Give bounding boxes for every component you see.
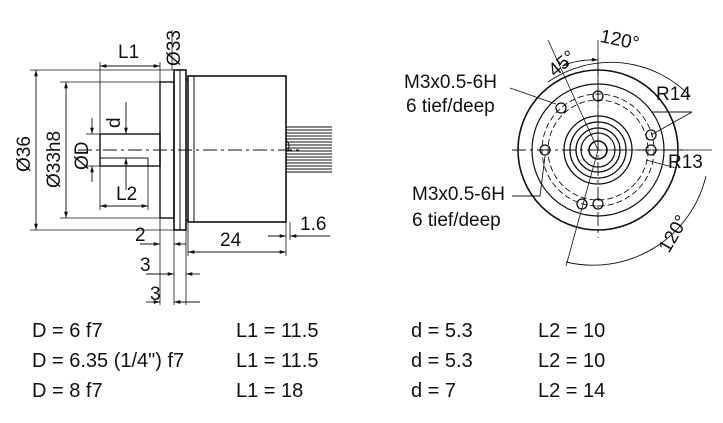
variant-row: D = 6 f7 L1 = 11.5 d = 5.3 L2 = 10 <box>0 320 723 348</box>
radius-r14-label: R14 <box>656 84 691 105</box>
dim-24: 24 <box>220 230 242 251</box>
radius-r13-label: R13 <box>668 152 703 173</box>
technical-drawing: L1 Ø33 Ø36 Ø33h8 ØD d L2 2 3 3 24 1.6 <box>14 26 712 305</box>
variant-l1: L1 = 18 <box>236 380 304 402</box>
thread-bottom-depth: 6 tief/deep <box>412 210 501 231</box>
variant-row: D = 6.35 (1/4") f7 L1 = 11.5 d = 5.3 L2 … <box>0 350 723 378</box>
thread-top-depth: 6 tief/deep <box>406 96 495 117</box>
front-view-labels: 120° 45° 120° R14 R13 M3x0.5-6H 6 tief/d… <box>404 26 703 256</box>
variant-d: D = 6.35 (1/4") f7 <box>32 350 185 372</box>
dim-2: 2 <box>135 225 146 246</box>
variant-small-d: d = 5.3 <box>411 320 473 342</box>
side-view-labels: L1 Ø33 Ø36 Ø33h8 ØD d L2 2 3 3 24 1.6 <box>14 30 326 305</box>
dim-1-6: 1.6 <box>300 214 326 235</box>
angle-top-label: 120° <box>598 26 641 55</box>
variant-l2: L2 = 10 <box>538 350 606 372</box>
shaft <box>99 133 161 167</box>
motor-body <box>187 75 287 223</box>
variant-d: D = 8 f7 <box>32 380 103 402</box>
dim-d: d <box>104 117 125 128</box>
variant-l2: L2 = 10 <box>538 320 606 342</box>
front-view <box>509 39 712 267</box>
angle-right-label: 120° <box>655 212 693 257</box>
variant-row: D = 8 f7 L1 = 18 d = 7 L2 = 14 <box>0 380 723 408</box>
dim-dia33h8: Ø33h8 <box>44 131 65 188</box>
variant-small-d: d = 5.3 <box>411 350 473 372</box>
variant-l2: L2 = 14 <box>538 380 606 402</box>
dim-dia33: Ø33 <box>164 30 185 66</box>
dim-dia36: Ø36 <box>14 136 35 172</box>
dim-diaD: ØD <box>72 142 93 171</box>
thread-top-spec: M3x0.5-6H <box>404 72 497 93</box>
variant-l1: L1 = 11.5 <box>236 320 319 342</box>
variant-d: D = 6 f7 <box>32 320 103 342</box>
thread-bottom-spec: M3x0.5-6H <box>412 184 505 205</box>
dim-l2: L2 <box>116 184 137 205</box>
variant-small-d: d = 7 <box>411 380 457 402</box>
dim-3a: 3 <box>140 255 151 276</box>
dim-3b: 3 <box>150 284 161 305</box>
side-view <box>30 30 332 305</box>
dim-l1: L1 <box>118 42 139 63</box>
variant-l1: L1 = 11.5 <box>236 350 319 372</box>
angle-45-label: 45° <box>545 47 581 82</box>
cable-ribbon <box>286 126 332 173</box>
